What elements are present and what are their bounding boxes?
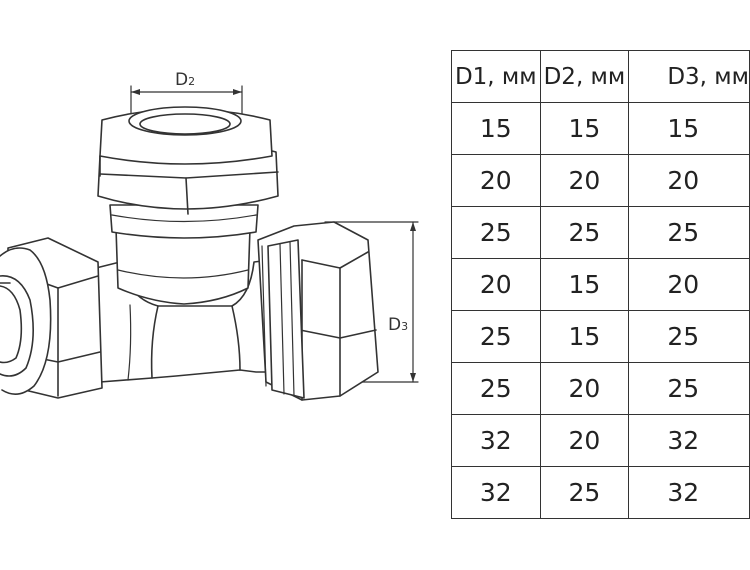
cell-d3: 32 [628,414,750,467]
table-row: 25 20 25 [451,362,750,415]
table-row: 32 25 32 [451,466,750,519]
svg-text:D3: D3 [388,315,408,335]
cell-d2: 20 [539,154,630,207]
cell-d1: 32 [451,414,541,467]
d2-sub: 2 [188,75,195,88]
left-nut [0,237,103,399]
table-row: 20 15 20 [451,258,750,311]
table-row: 15 15 15 [451,102,750,155]
d2-label: D [175,70,188,90]
header-d2: D2, мм [539,50,630,103]
table-row: 32 20 32 [451,414,750,467]
table-row: 20 20 20 [451,154,750,207]
d2-dimension: D2 [130,70,243,126]
cell-d2: 15 [539,310,630,363]
cell-d2: 20 [539,414,630,467]
d3-sub: 3 [401,320,408,333]
table-row: 25 25 25 [451,206,750,259]
cell-d2: 25 [539,466,630,519]
cell-d1: 25 [451,310,541,363]
cell-d3: 25 [628,206,750,259]
table-header-row: D1, мм D2, мм D3, мм [451,50,750,103]
top-nut [97,106,279,215]
top-collar [115,227,251,305]
table-row: 25 15 25 [451,310,750,363]
cell-d1: 25 [451,362,541,415]
header-d3: D3, мм [628,50,750,103]
d3-label: D [388,315,401,335]
cell-d3: 32 [628,466,750,519]
cell-d1: 32 [451,466,541,519]
cell-d3: 25 [628,310,750,363]
cell-d1: 20 [451,154,541,207]
tee-fitting-drawing: D2 D3 [0,70,419,401]
right-nut [257,221,379,401]
cell-d1: 20 [451,258,541,311]
dimensions-table: D1, мм D2, мм D3, мм 15 15 15 20 20 20 2… [451,50,750,519]
header-d1: D1, мм [451,50,541,103]
cell-d3: 20 [628,258,750,311]
cell-d2: 15 [539,258,630,311]
cell-d2: 15 [539,102,630,155]
cell-d2: 25 [539,206,630,259]
cell-d3: 25 [628,362,750,415]
cell-d1: 15 [451,102,541,155]
svg-text:D2: D2 [175,70,195,90]
d3-dimension: D3 [324,221,419,383]
cell-d3: 20 [628,154,750,207]
cell-d1: 25 [451,206,541,259]
cell-d3: 15 [628,102,750,155]
cell-d2: 20 [539,362,630,415]
